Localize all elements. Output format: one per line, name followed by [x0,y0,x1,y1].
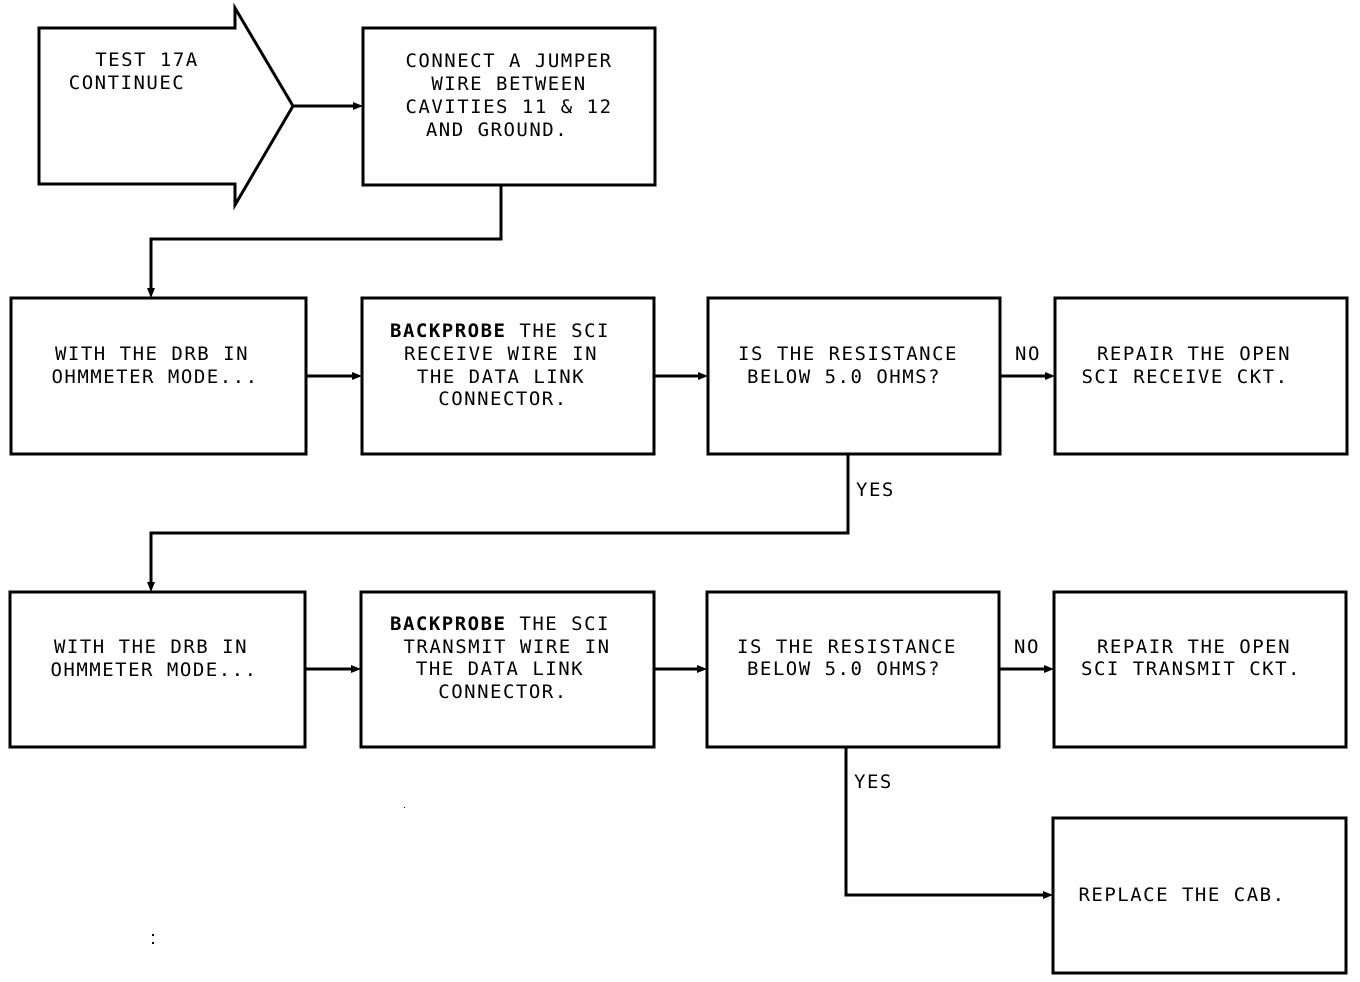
step-backprobe-transmit-lead: BACKPROBE [390,613,506,635]
step-drb-mode-1-line-2: OHMMETER MODE... [51,366,258,388]
scan-speck [152,934,154,936]
start-connector: TEST 17A CONTINUEC [37,2,295,211]
edge-label-decision-1-no: NO [1015,343,1041,365]
step-drb-mode-1-box [9,296,308,456]
step-repair-receive-line-2: SCI RECEIVE CKT. [1081,366,1288,388]
step-backprobe-receive-line-2: RECEIVE WIRE IN [404,343,598,365]
step-repair-transmit: REPAIR THE OPEN SCI TRANSMIT CKT. [1052,590,1348,749]
edge-label-decision-1-yes: YES [856,479,895,501]
connector-decision-2-no-arrowhead [1044,665,1054,673]
step-replace-cab-box [1051,816,1348,975]
connector-decision-2-yes-arrowhead [1043,891,1053,899]
scan-speck [404,807,405,808]
step-drb-mode-2-line-1: WITH THE DRB IN [54,636,248,658]
step-backprobe-receive-line-3: THE DATA LINK [417,366,585,388]
edge-label-decision-2-no: NO [1014,636,1040,658]
step-connect-jumper-line-4: AND GROUND. [426,119,568,141]
start-label-line-1: TEST 17A [95,49,199,71]
step-repair-transmit-box [1052,590,1348,749]
step-repair-receive-line-1: REPAIR THE OPEN [1097,343,1291,365]
step-replace-cab-line-1: REPLACE THE CAB. [1078,884,1285,906]
step-drb-mode-2-box [8,590,307,749]
decision-2-line-2: BELOW 5.0 OHMS? [747,658,941,680]
step-backprobe-transmit-line-2: TRANSMIT WIRE IN [403,636,610,658]
step-drb-mode-1: WITH THE DRB IN OHMMETER MODE... [9,296,308,456]
edge-label-decision-2-yes: YES [854,771,893,793]
step-backprobe-transmit-box [359,590,656,749]
connectors [147,102,1055,899]
step-backprobe-transmit-line-3: THE DATA LINK [416,658,584,680]
connector-decision-1-yes [149,454,850,585]
step-connect-jumper-box [361,26,657,187]
step-connect-jumper: CONNECT A JUMPER WIRE BETWEEN CAVITIES 1… [361,26,657,187]
start-label-line-2: CONTINUEC [69,72,185,94]
connector-start-to-jumper-arrowhead [353,102,363,110]
step-connect-jumper-line-3: CAVITIES 11 & 12 [405,96,612,118]
connector-decision-1-yes-arrowhead [147,582,155,592]
step-backprobe-transmit-line-4: CONNECTOR. [438,681,567,703]
start-arrow-shape [37,2,295,211]
step-connect-jumper-line-1: CONNECT A JUMPER [405,50,612,72]
step-drb-mode-2: WITH THE DRB IN OHMMETER MODE... [8,590,307,749]
connector-backprobe-receive-to-decision-1-arrowhead [698,372,708,380]
connector-drb-2-to-backprobe-transmit-arrowhead [351,665,361,673]
decision-1: IS THE RESISTANCE BELOW 5.0 OHMS? [706,296,1002,456]
step-backprobe-receive-line-1-rest: THE SCI [506,320,610,342]
step-backprobe-receive-box [360,296,656,456]
step-repair-receive-box [1053,296,1349,456]
step-drb-mode-1-line-1: WITH THE DRB IN [55,343,249,365]
step-repair-transmit-line-1: REPAIR THE OPEN [1097,636,1291,658]
step-backprobe-receive: BACKPROBE THE SCI RECEIVE WIRE IN THE DA… [360,296,656,456]
connector-drb-1-to-backprobe-receive-arrowhead [352,372,362,380]
step-drb-mode-2-line-2: OHMMETER MODE... [50,659,257,681]
step-backprobe-transmit-line-1-rest: THE SCI [506,613,610,635]
decision-2-line-1: IS THE RESISTANCE [737,636,957,658]
step-connect-jumper-line-2: WIRE BETWEEN [431,73,586,95]
decision-2-box [705,590,1001,749]
decision-2: IS THE RESISTANCE BELOW 5.0 OHMS? [705,590,1001,749]
scan-speck [152,942,154,944]
step-repair-transmit-line-2: SCI TRANSMIT CKT. [1081,658,1301,680]
connector-decision-2-yes [844,747,1046,897]
connector-decision-1-no-arrowhead [1045,372,1055,380]
step-backprobe-receive-line-4: CONNECTOR. [438,388,567,410]
connector-backprobe-transmit-to-decision-2-arrowhead [697,665,707,673]
connector-jumper-to-drb-1 [149,185,503,291]
connector-jumper-to-drb-1-arrowhead [147,288,155,298]
decision-1-line-1: IS THE RESISTANCE [738,343,958,365]
step-backprobe-receive-lead: BACKPROBE [390,320,506,342]
decision-1-box [706,296,1002,456]
step-backprobe-transmit: BACKPROBE THE SCI TRANSMIT WIRE IN THE D… [359,590,656,749]
step-replace-cab: REPLACE THE CAB. [1051,816,1348,975]
step-backprobe-receive-line-1: BACKPROBE THE SCI [390,320,610,342]
decision-1-line-2: BELOW 5.0 OHMS? [747,366,941,388]
step-repair-receive: REPAIR THE OPEN SCI RECEIVE CKT. [1053,296,1349,456]
step-backprobe-transmit-line-1: BACKPROBE THE SCI [390,613,610,635]
